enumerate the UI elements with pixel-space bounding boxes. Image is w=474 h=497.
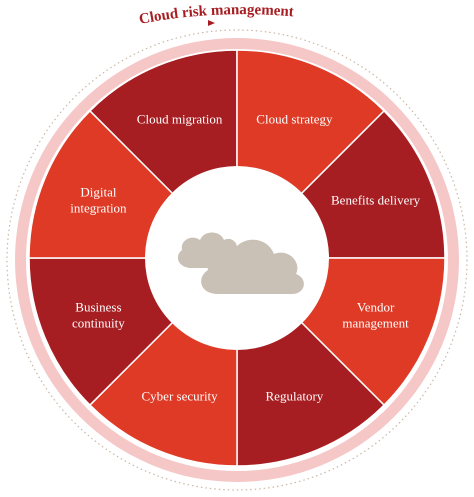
segment-label-line: Cloud migration bbox=[137, 111, 223, 126]
cloud-icon bbox=[177, 232, 304, 294]
segment-label-line: Benefits delivery bbox=[331, 193, 421, 208]
segment-label-line: Digital bbox=[80, 185, 116, 200]
segment-label-line: management bbox=[342, 315, 409, 330]
segment-label-line: Cyber security bbox=[142, 389, 219, 404]
segment-label-line: Cloud strategy bbox=[256, 111, 333, 126]
segment-label-line: Business bbox=[75, 299, 121, 314]
diagram-title: Cloud risk management bbox=[138, 2, 295, 28]
segment-label: Benefits delivery bbox=[331, 193, 421, 208]
diagram-title-text: Cloud risk management bbox=[138, 2, 295, 28]
segment-label-line: continuity bbox=[72, 315, 125, 330]
segment-label: Cyber security bbox=[142, 389, 219, 404]
segment-label-line: Regulatory bbox=[266, 389, 324, 404]
segment-label-line: Vendor bbox=[357, 299, 395, 314]
segment-label: Cloud migration bbox=[137, 111, 223, 126]
segment-label: Cloud strategy bbox=[256, 111, 333, 126]
title-arrow-icon bbox=[208, 20, 215, 26]
dotted-outer-ring bbox=[6, 29, 468, 491]
segment-label: Regulatory bbox=[266, 389, 324, 404]
segment-label-line: integration bbox=[70, 201, 127, 216]
